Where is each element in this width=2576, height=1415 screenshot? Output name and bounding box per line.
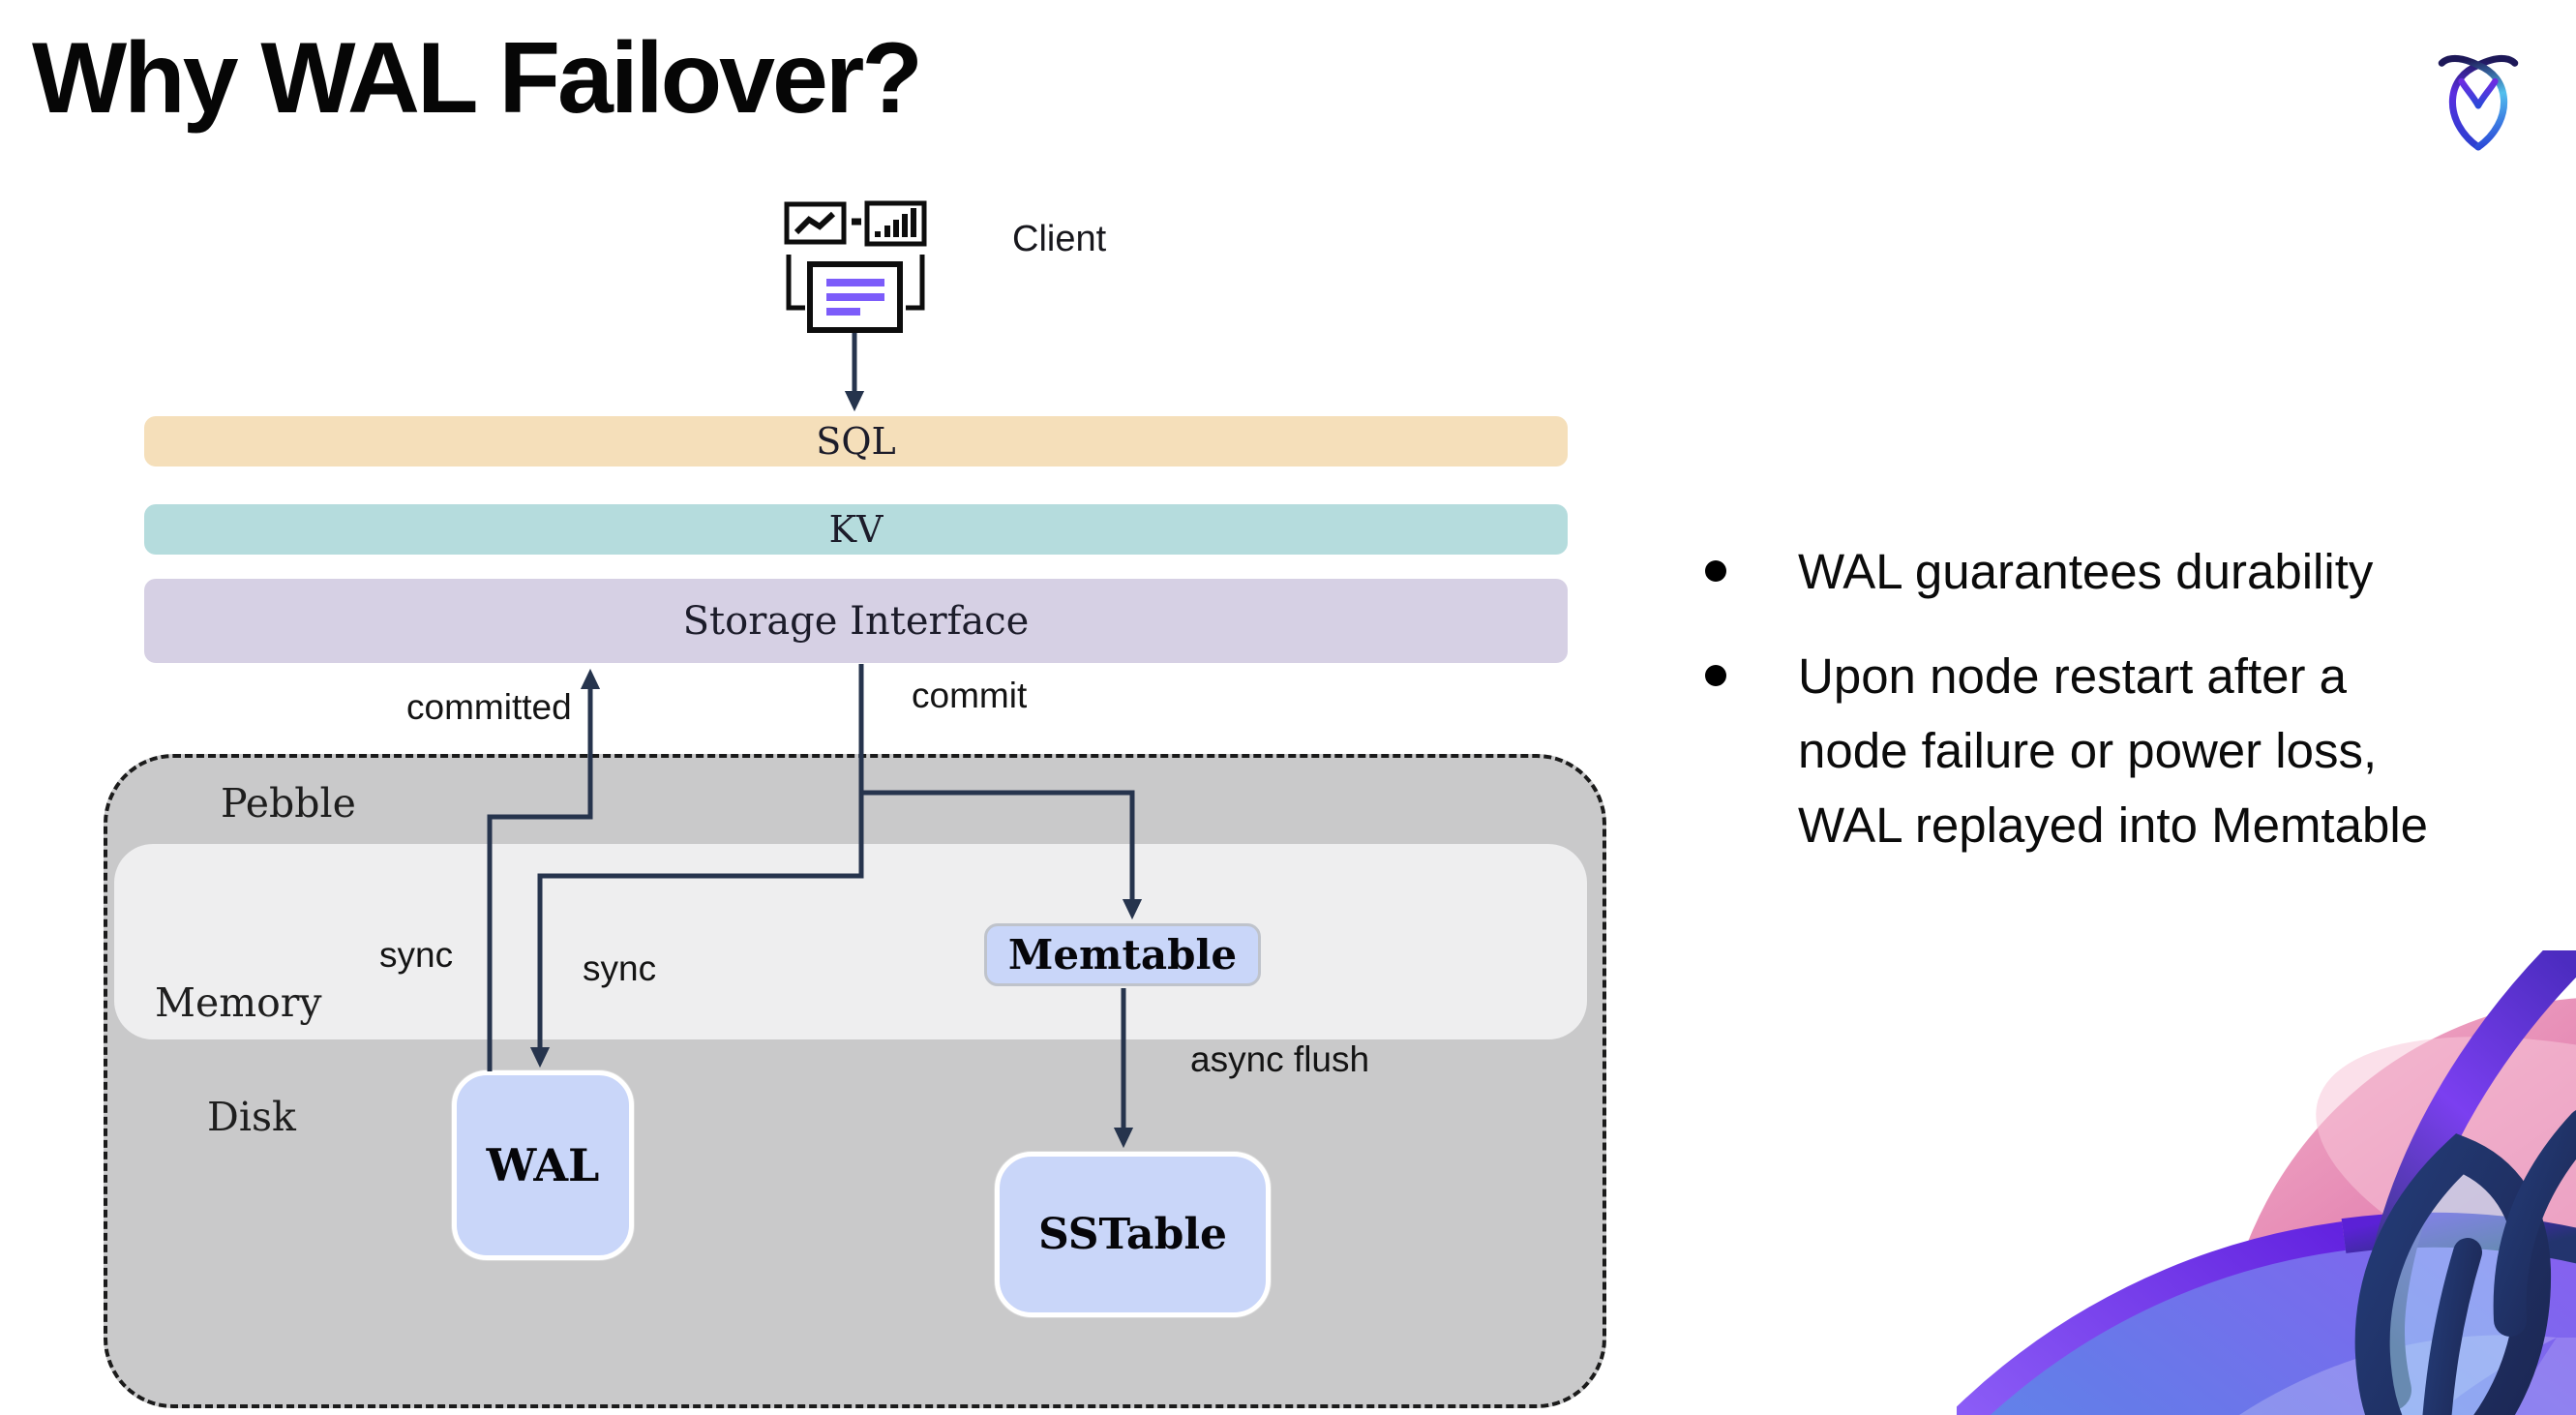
slide-title: Why WAL Failover?: [32, 22, 923, 135]
client-label: Client: [1012, 219, 1107, 259]
bullet-list: WAL guarantees durability Upon node rest…: [1705, 534, 2466, 862]
list-item: WAL guarantees durability: [1705, 534, 2466, 609]
layer-bar-kv: KV: [144, 504, 1568, 555]
list-item: Upon node restart after a node failure o…: [1705, 639, 2466, 862]
arrow-commit-to-memtable: [858, 664, 1143, 920]
layer-bar-sql: SQL: [144, 416, 1568, 467]
disk-label: Disk: [207, 1094, 296, 1140]
arrow-wal-committed-up: [487, 668, 601, 1071]
sstable-node: SSTable: [995, 1152, 1271, 1317]
bullet-dot-icon: [1705, 560, 1726, 582]
cockroachdb-logo-icon: [2427, 45, 2530, 159]
memtable-node: Memtable: [984, 923, 1261, 986]
brand-corner-art: [1948, 918, 2576, 1415]
pebble-label: Pebble: [221, 780, 356, 827]
arrow-commit-to-wal: [529, 789, 864, 1069]
edge-label-sync-write: sync: [583, 948, 657, 988]
layer-bar-storage-interface: Storage Interface: [144, 579, 1568, 663]
client-devices-icon: [769, 189, 944, 348]
bullet-dot-icon: [1705, 665, 1726, 686]
bullet-text: WAL guarantees durability: [1798, 544, 2374, 599]
edge-label-commit: commit: [912, 676, 1028, 715]
bullet-text: Upon node restart after a node failure o…: [1798, 648, 2429, 853]
edge-label-committed: committed: [406, 687, 572, 727]
memory-label: Memory: [155, 979, 322, 1026]
edge-label-sync-ack: sync: [379, 935, 454, 975]
edge-label-async-flush: async flush: [1190, 1039, 1370, 1079]
wal-node: WAL: [452, 1070, 634, 1260]
